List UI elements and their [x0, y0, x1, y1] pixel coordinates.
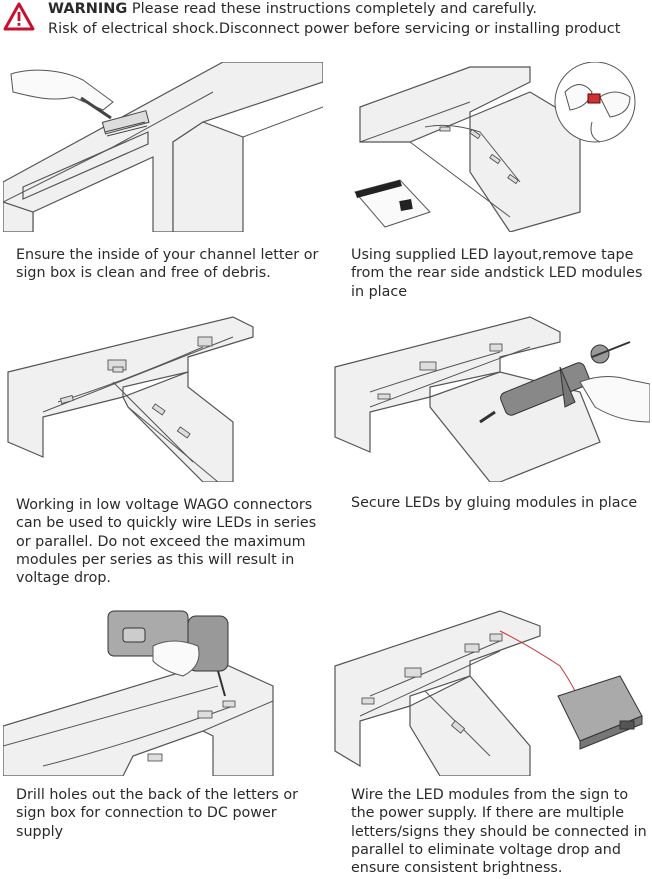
- led-module-icons: [147, 700, 236, 762]
- led-layout-illustration: [354, 62, 636, 232]
- hand-icon: [579, 376, 650, 423]
- warning-line-2: Risk of electrical shock.Disconnect powe…: [48, 21, 621, 37]
- warning-header: WARNING Please read these instructions c…: [0, 0, 652, 44]
- warning-instructions: Please read these instructions completel…: [131, 1, 537, 17]
- led-module-icons: [377, 343, 503, 400]
- warning-triangle-icon: [3, 2, 35, 31]
- glue-gun-illustration: [334, 316, 650, 482]
- step-4-panel: Secure LEDs by gluing modules in place: [330, 312, 650, 522]
- led-module-icons: [439, 126, 519, 185]
- wago-wiring-illustration: [7, 316, 254, 482]
- step-6-panel: Wire the LED modules from the sign to th…: [330, 606, 650, 876]
- warning-line-1: WARNING Please read these instructions c…: [48, 1, 537, 17]
- step-2-caption: Using supplied LED layout,remove tape fr…: [351, 247, 643, 300]
- hand-icon: [10, 69, 114, 111]
- warning-title: WARNING: [48, 1, 128, 17]
- step-1-caption: Ensure the inside of your channel letter…: [16, 247, 319, 282]
- step-6-caption: Wire the LED modules from the sign to th…: [351, 787, 647, 877]
- clean-channel-illustration: [3, 62, 323, 232]
- step-5-caption: Drill holes out the back of the letters …: [16, 787, 299, 840]
- layout-sheet-icon: [354, 179, 431, 228]
- step-5-panel: Drill holes out the back of the letters …: [3, 606, 323, 846]
- wago-connector-icons: [59, 336, 213, 439]
- step-4-caption: Secure LEDs by gluing modules in place: [351, 495, 638, 511]
- step-3-panel: Working in low voltage WAGO connectors c…: [3, 312, 323, 602]
- drill-holes-illustration: [3, 610, 274, 776]
- step-1-panel: Ensure the inside of your channel letter…: [3, 62, 323, 282]
- power-supply-icon: [557, 675, 643, 750]
- step-2-panel: Using supplied LED layout,remove tape fr…: [330, 62, 650, 302]
- caulk-gun-icon: [479, 341, 631, 424]
- hands-peel-tape-icon: [554, 62, 636, 143]
- step-3-caption: Working in low voltage WAGO connectors c…: [16, 497, 317, 587]
- hand-icon: [152, 640, 200, 677]
- led-module-icons: [361, 633, 503, 734]
- brush-icon: [80, 96, 150, 137]
- power-supply-wiring-illustration: [334, 610, 643, 776]
